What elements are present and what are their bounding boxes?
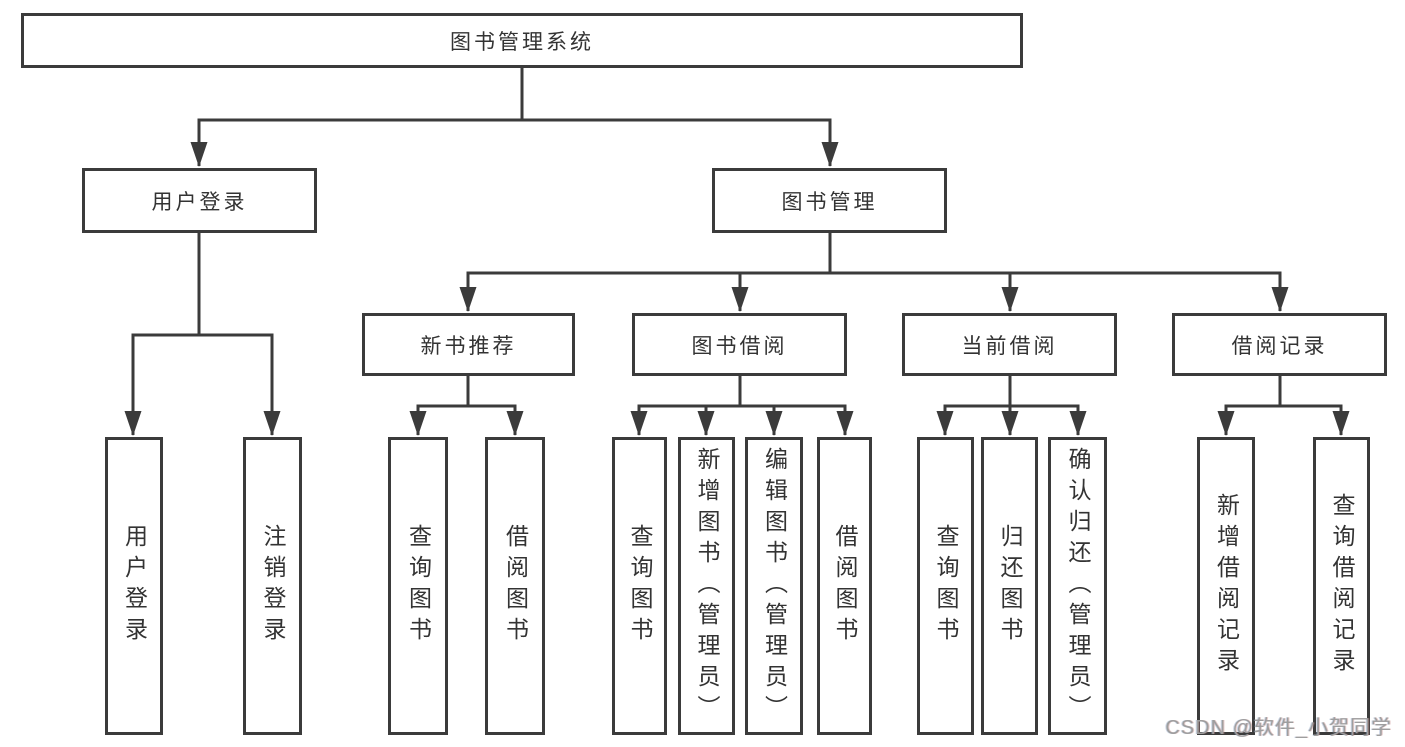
connector-arrowhead (1001, 287, 1019, 312)
node-book-management: 图书管理 (712, 168, 947, 233)
node-root-label: 图书管理系统 (450, 30, 594, 54)
node-current-borrowing: 当前借阅 (902, 313, 1117, 376)
leaf-bb-query-books: 查询图书 (612, 437, 667, 735)
connector-new-book-recommendation-to-leaves (409, 375, 524, 436)
node-borrowing-records: 借阅记录 (1172, 313, 1387, 376)
node-book-borrowing: 图书借阅 (632, 313, 847, 376)
connector-arrowhead (190, 142, 208, 167)
connector-root-to-level2 (190, 66, 839, 167)
node-new-book-recommendation: 新书推荐 (362, 313, 575, 376)
connector-arrowhead (459, 287, 477, 312)
leaf-cb-confirm-return-admin-label: 确认归还（管理员） (1065, 446, 1091, 726)
node-book-management-label: 图书管理 (781, 190, 878, 214)
leaf-nb-borrow-books-label: 借阅图书 (502, 524, 529, 648)
leaf-bb-edit-books-admin: 编辑图书（管理员） (745, 437, 803, 735)
connector-arrowhead (263, 411, 281, 436)
node-new-book-recommendation-label: 新书推荐 (420, 334, 517, 358)
leaf-bb-query-books-label: 查询图书 (627, 524, 653, 648)
leaf-cb-confirm-return-admin: 确认归还（管理员） (1048, 437, 1107, 735)
node-borrowing-records-label: 借阅记录 (1231, 334, 1328, 358)
connector-arrowhead (1271, 287, 1289, 312)
connector-arrowhead (697, 411, 715, 436)
leaf-cb-query-books-label: 查询图书 (933, 524, 959, 648)
leaf-cb-query-books: 查询图书 (917, 437, 974, 735)
leaf-cb-return-books-label: 归还图书 (997, 524, 1023, 648)
connector-borrowing-records-to-leaves (1217, 375, 1350, 436)
leaf-bb-borrow-books: 借阅图书 (817, 437, 872, 735)
connector-arrowhead (124, 411, 142, 436)
connector-book-management-to-level3 (459, 231, 1289, 312)
leaf-bb-edit-books-admin-label: 编辑图书（管理员） (761, 446, 788, 726)
leaf-nb-borrow-books: 借阅图书 (485, 437, 545, 735)
leaf-nb-query-books: 查询图书 (388, 437, 448, 735)
node-user-login-label: 用户登录 (151, 190, 248, 214)
connector-arrowhead (936, 411, 954, 436)
node-root-library-system: 图书管理系统 (21, 13, 1023, 68)
connector-arrowhead (1069, 411, 1087, 436)
leaf-bb-add-books-admin: 新增图书（管理员） (678, 437, 735, 735)
connector-arrowhead (1217, 411, 1235, 436)
leaf-cb-return-books: 归还图书 (981, 437, 1038, 735)
node-book-borrowing-label: 图书借阅 (691, 334, 788, 358)
leaf-nb-query-books-label: 查询图书 (405, 524, 432, 648)
leaf-br-query-borrow-record-label: 查询借阅记录 (1329, 493, 1355, 679)
leaf-br-query-borrow-record: 查询借阅记录 (1313, 437, 1370, 735)
connector-arrowhead (506, 411, 524, 436)
connector-arrowhead (1332, 411, 1350, 436)
connector-arrowhead (821, 142, 839, 167)
connector-book-borrowing-to-leaves (630, 375, 854, 436)
leaf-user-login: 用户登录 (105, 437, 163, 735)
node-current-borrowing-label: 当前借阅 (961, 334, 1058, 358)
connector-arrowhead (630, 411, 648, 436)
leaf-user-login-label: 用户登录 (121, 524, 148, 648)
leaf-bb-borrow-books-label: 借阅图书 (832, 524, 858, 648)
connector-arrowhead (409, 411, 427, 436)
connector-arrowhead (731, 287, 749, 312)
leaf-br-add-borrow-record-label: 新增借阅记录 (1213, 493, 1240, 679)
connector-user-login-to-leaves (124, 231, 281, 436)
leaf-br-add-borrow-record: 新增借阅记录 (1197, 437, 1255, 735)
connector-arrowhead (836, 411, 854, 436)
connector-current-borrowing-to-leaves (936, 375, 1087, 436)
leaf-bb-add-books-admin-label: 新增图书（管理员） (694, 446, 720, 726)
node-user-login: 用户登录 (82, 168, 317, 233)
watermark: CSDN @软件_小贺同学 (1165, 717, 1392, 739)
leaf-logout: 注销登录 (243, 437, 302, 735)
connector-arrowhead (765, 411, 783, 436)
leaf-logout-label: 注销登录 (260, 524, 286, 648)
connector-arrowhead (1001, 411, 1019, 436)
